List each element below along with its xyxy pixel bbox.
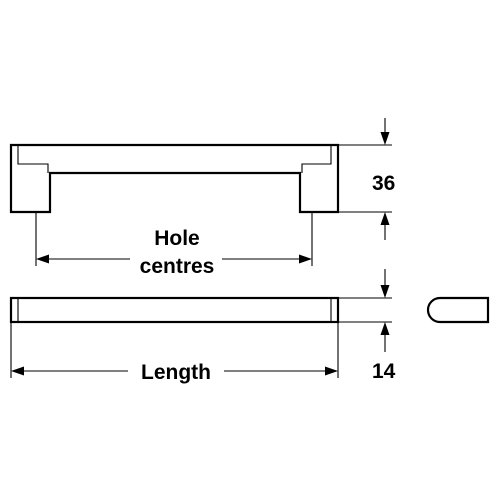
width-dimension: 14 (338, 269, 396, 383)
handle-side-view (9, 143, 340, 214)
hole-centres-arrowhead-left (36, 254, 49, 264)
left-leg-inner-edge (17, 146, 49, 173)
handle-end-profile (426, 296, 490, 324)
hole-centres-arrowhead-right (299, 254, 312, 264)
length-arrowhead-right (325, 366, 338, 376)
right-leg-inner-edge (301, 146, 332, 173)
hole-centres-label-line1: Hole (154, 227, 200, 250)
handle-plan-outline (9, 296, 340, 324)
hole-centres-dimension: Hole centres (35, 212, 313, 278)
hole-centres-label-line2: centres (140, 255, 215, 278)
height-value-label: 36 (372, 172, 395, 195)
length-arrowhead-left (11, 366, 24, 376)
handle-side-outline (9, 143, 340, 214)
width-value-label: 14 (372, 360, 396, 383)
height-arrowhead-top (380, 132, 390, 145)
width-arrowhead-top (380, 285, 390, 298)
handle-plan-view (9, 296, 340, 324)
height-dimension: 36 (338, 118, 395, 240)
width-arrowhead-bottom (380, 322, 390, 335)
height-arrowhead-bottom (380, 212, 390, 225)
length-dimension: Length (10, 322, 339, 384)
length-label: Length (141, 361, 211, 384)
